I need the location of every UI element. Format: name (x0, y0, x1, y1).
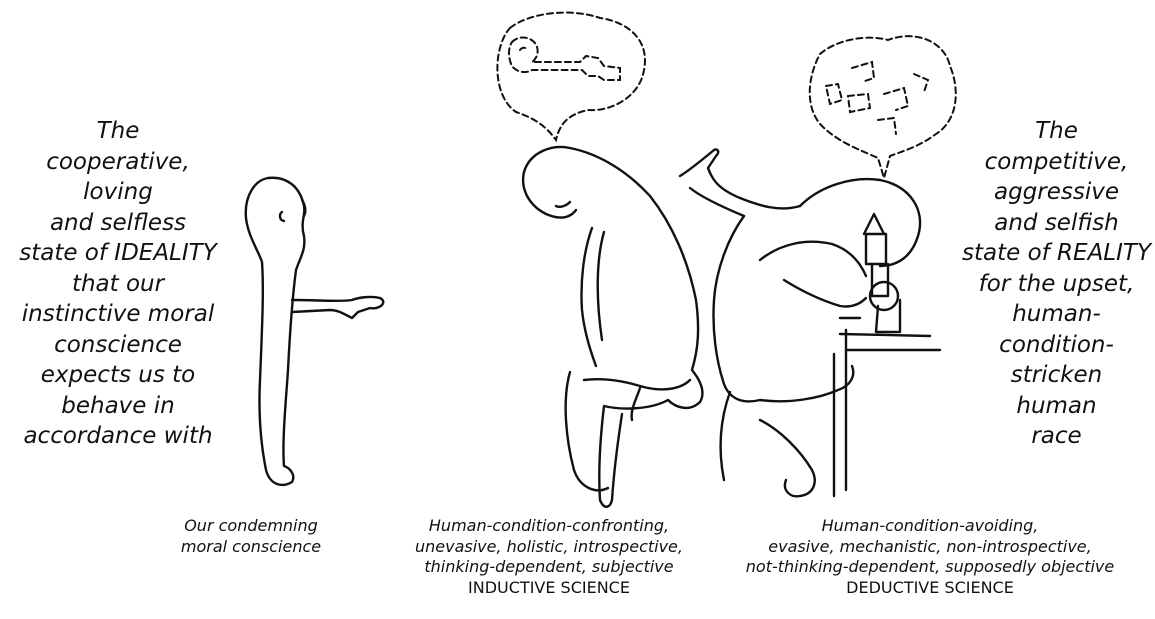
deductive-science-caption: Human-condition-avoiding, evasive, mecha… (712, 516, 1148, 598)
caption-line: Our condemning (162, 516, 340, 537)
caption-line: not-thinking-dependent, supposedly objec… (712, 557, 1148, 578)
caption-heading: INDUCTIVE SCIENCE (390, 578, 708, 599)
inductive-thinker-figure (523, 147, 702, 507)
microscope-icon (834, 214, 940, 496)
caption-line: evasive, mechanistic, non-introspective, (712, 537, 1148, 558)
deductive-scientist-figure (680, 149, 920, 496)
caption-heading: DEDUCTIVE SCIENCE (712, 578, 1148, 599)
conscience-caption: Our condemning moral conscience (162, 516, 340, 557)
caption-line: moral conscience (162, 537, 340, 558)
caption-line: Human-condition-avoiding, (712, 516, 1148, 537)
conscience-figure (246, 178, 384, 485)
inductive-science-caption: Human-condition-confronting, unevasive, … (390, 516, 708, 598)
key-thought-bubble-icon (497, 13, 645, 140)
caption-line: thinking-dependent, subjective (390, 557, 708, 578)
caption-line: Human-condition-confronting, (390, 516, 708, 537)
broken-key-thought-bubble-icon (810, 36, 956, 178)
caption-line: unevasive, holistic, introspective, (390, 537, 708, 558)
